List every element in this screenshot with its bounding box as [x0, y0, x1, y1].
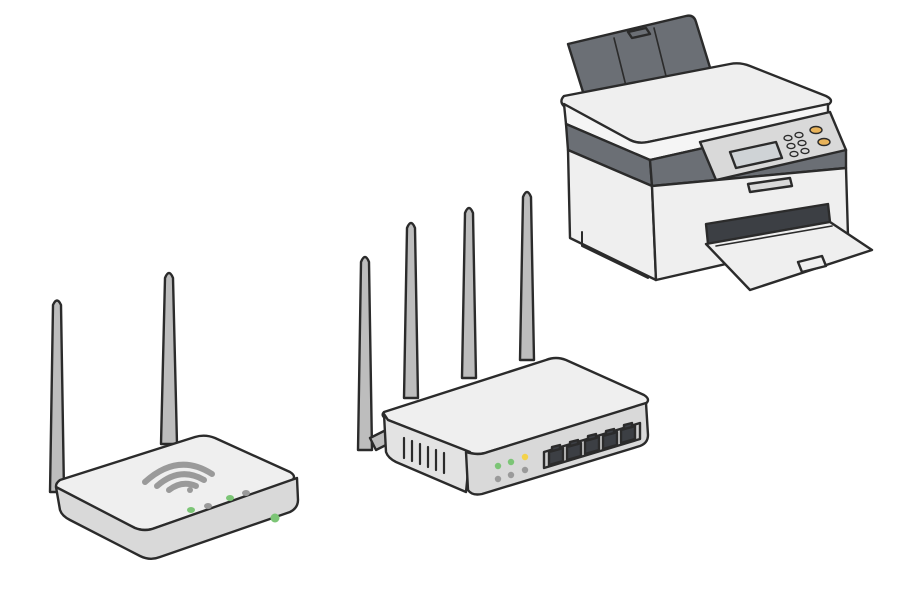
button-icon [797, 139, 807, 147]
led-icon [187, 507, 195, 513]
button-icon [783, 134, 793, 142]
output-tray [704, 220, 874, 292]
printer [560, 14, 874, 292]
router-front-face [54, 476, 300, 560]
button-orange-icon [809, 125, 823, 135]
led-icon [507, 458, 515, 466]
led-icon [494, 462, 502, 470]
led-icon [521, 453, 529, 461]
ethernet-port-icon [583, 432, 601, 456]
ethernet-port-icon [547, 443, 565, 467]
antenna-left-icon [48, 299, 66, 494]
indicator-lights-top [187, 490, 250, 513]
button-icon [794, 131, 804, 139]
control-buttons [783, 125, 831, 158]
wifi-router-small [48, 271, 300, 560]
led-icon [494, 475, 502, 483]
antenna-3-icon [460, 206, 478, 380]
button-icon [789, 150, 799, 158]
display-screen-icon [728, 140, 784, 170]
status-leds [494, 453, 529, 483]
ethernet-ports [542, 421, 642, 470]
button-icon [786, 142, 796, 150]
antenna-1-icon [356, 255, 394, 452]
led-icon [242, 490, 250, 496]
led-icon [507, 471, 515, 479]
led-icon [226, 495, 234, 501]
led-icon [521, 466, 529, 474]
router-large [356, 190, 650, 496]
vent-slots [402, 436, 446, 475]
antenna-right-icon [159, 271, 179, 446]
paper-tray-back [566, 14, 714, 110]
antenna-4-icon [518, 190, 536, 362]
wifi-icon [142, 461, 215, 493]
ethernet-port-icon [619, 421, 637, 445]
ethernet-port-icon [601, 427, 619, 451]
button-icon [800, 147, 810, 155]
power-led-icon [270, 513, 280, 523]
button-orange-icon [817, 137, 831, 147]
led-icon [204, 503, 212, 509]
antenna-2-icon [402, 221, 420, 400]
ethernet-port-icon [565, 438, 583, 462]
